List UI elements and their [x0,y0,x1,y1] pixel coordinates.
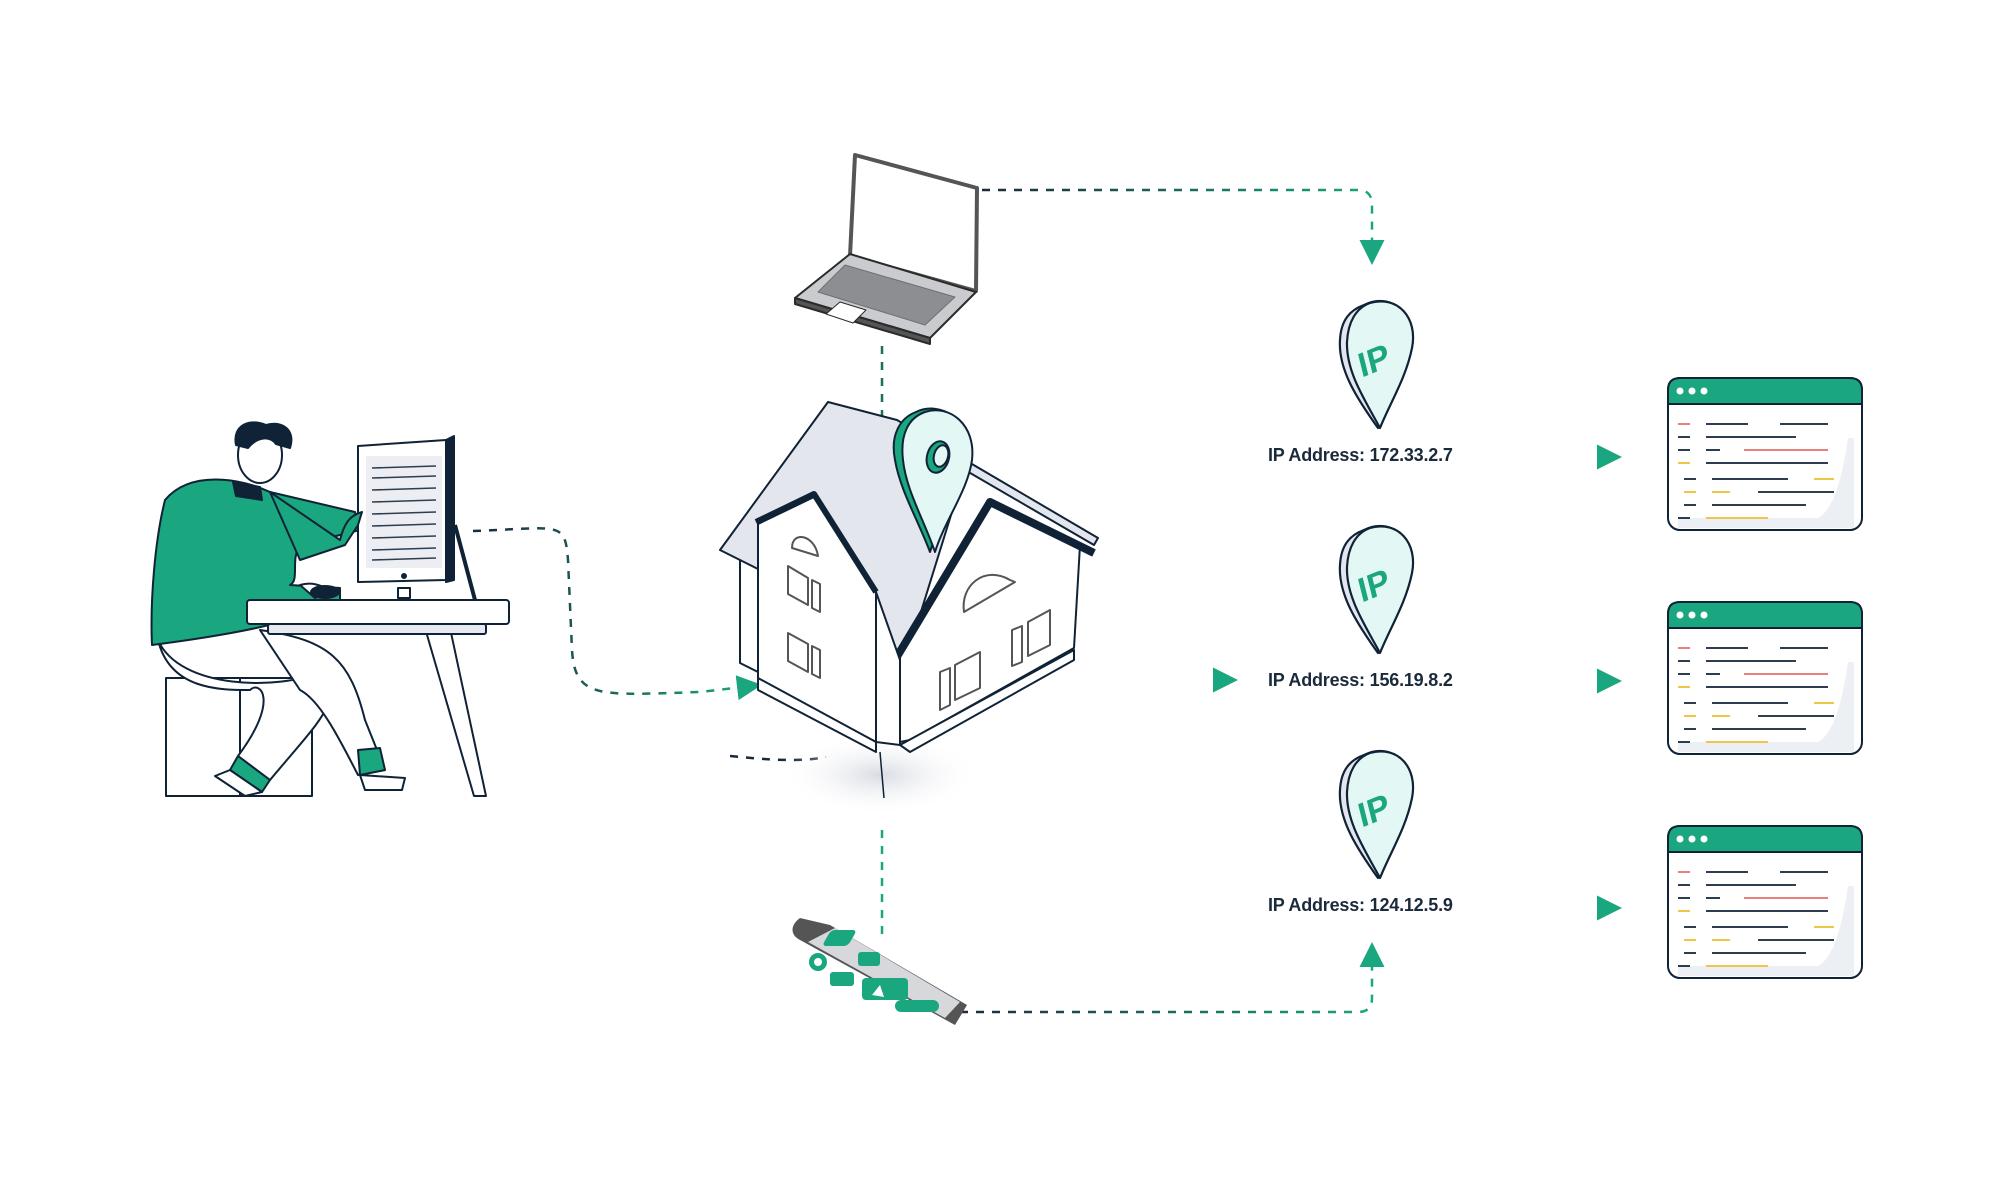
sock-right [357,747,386,776]
arched-window-large [962,573,1016,613]
monitor-stand [453,524,477,601]
browser-window-2 [1667,601,1863,755]
ip-address-label-2: IP Address: 156.19.8.2 [1268,670,1453,690]
window [787,565,809,606]
edge-laptop-ip1 [982,188,1385,265]
shoe-right [359,774,406,791]
connectors [472,188,1622,1014]
smartphone-illustration [792,918,967,1025]
laptop-illustration [794,153,979,345]
ip-address-label-3: IP Address: 124.12.5.9 [1268,895,1453,915]
app-icon-wifi [830,972,854,986]
window [1027,609,1051,657]
window [811,645,821,679]
house-illustration [719,401,1099,815]
ip-pin-1 [1338,299,1415,430]
pants-front [259,629,386,776]
laptop-trackpad [825,301,867,324]
app-icon-browser [823,930,856,946]
ip-pin-3 [1338,749,1415,880]
ip-pins [1338,299,1415,880]
app-icon-play [862,978,908,1000]
monitor-text-lines [371,465,437,561]
phone-screen [808,928,960,1018]
ip-address-label-1: IP Address: 172.33.2.7 [1268,445,1453,465]
hair [234,421,293,449]
ip-pin-2 [1338,524,1415,655]
pants [157,639,331,781]
desk-top [246,599,510,625]
person-at-computer-illustration [150,421,510,797]
monitor-side [445,435,455,583]
browser-window-3 [1667,825,1863,979]
laptop-keyboard [817,264,956,326]
window [787,632,809,673]
arched-window [791,536,819,557]
desk-leg [424,627,487,797]
phone-action-button [895,1000,939,1012]
laptop-base-edge [794,297,931,345]
desk-underside [267,623,487,635]
edge-user-house [472,527,762,701]
window [954,651,981,701]
app-icon-mail [858,952,880,966]
edge-phone-ip3 [960,942,1385,1014]
window [811,579,821,613]
location-pin [901,409,974,553]
collar [232,481,263,501]
browser-window-1 [1667,377,1863,531]
window [939,667,951,711]
shoe-left [214,769,263,797]
mouse [310,585,340,599]
edge-house-shadow-arc [729,754,827,762]
browser-windows [1667,377,1863,979]
arm-to-screen [269,491,363,561]
window [1011,625,1023,667]
house-ground-shadow [780,735,980,815]
